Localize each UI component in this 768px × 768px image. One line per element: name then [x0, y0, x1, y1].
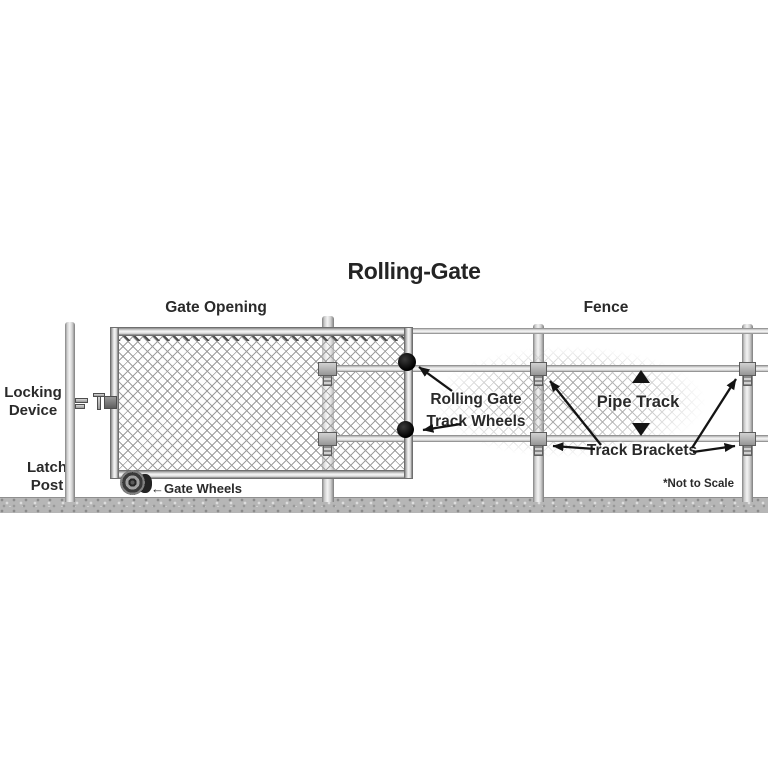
gate-latch-clamp — [104, 396, 117, 409]
diagram-title: Rolling-Gate — [347, 258, 481, 284]
track-bracket — [739, 362, 756, 376]
pipe-track-lower-rail — [328, 435, 768, 442]
fence-right-post — [742, 324, 753, 502]
gate-wheel — [120, 470, 145, 495]
locking-device-label: Locking Device — [4, 384, 62, 419]
track-wheel-upper — [398, 353, 416, 371]
latch-fork-stem — [97, 396, 101, 410]
pipe-track-upper-rail — [328, 365, 768, 372]
track-bracket-bolts — [323, 375, 332, 386]
rolling-gate-track-wheels-label: Rolling Gate Track Wheels — [426, 391, 526, 430]
latch-post — [65, 322, 75, 502]
fence-label: Fence — [583, 299, 629, 316]
latch-post-label: Latch Post — [26, 459, 67, 494]
track-bracket-bolts — [323, 445, 332, 456]
track-wheel-lower — [397, 421, 414, 438]
track-bracket-bolts — [534, 375, 543, 386]
gate-opening-label: Gate Opening — [165, 299, 267, 316]
track-bracket — [530, 362, 547, 376]
track-brackets-label: Track Brackets — [586, 442, 698, 459]
latch-clamp-lower — [75, 404, 85, 409]
ground-strip — [0, 497, 768, 513]
track-bracket-bolts — [743, 375, 752, 386]
gate-bottom-rail — [110, 470, 413, 479]
track-bracket-bolts — [534, 445, 543, 456]
track-bracket — [739, 432, 756, 446]
gate-end-upright — [404, 327, 413, 479]
not-to-scale-note: *Not to Scale — [663, 478, 734, 490]
gate-chainlink-mesh — [118, 335, 405, 471]
gate-top-rail — [110, 327, 413, 336]
gate-mesh-top-knuckles — [118, 336, 405, 341]
fence-top-rail — [413, 328, 768, 334]
pipe-track-label: Pipe Track — [596, 393, 680, 411]
track-bracket-bolts — [743, 445, 752, 456]
latch-clamp-upper — [75, 398, 88, 403]
track-bracket — [318, 432, 337, 446]
track-bracket — [530, 432, 547, 446]
track-bracket — [318, 362, 337, 376]
gate-wheels-label: ←Gate Wheels — [151, 481, 243, 496]
